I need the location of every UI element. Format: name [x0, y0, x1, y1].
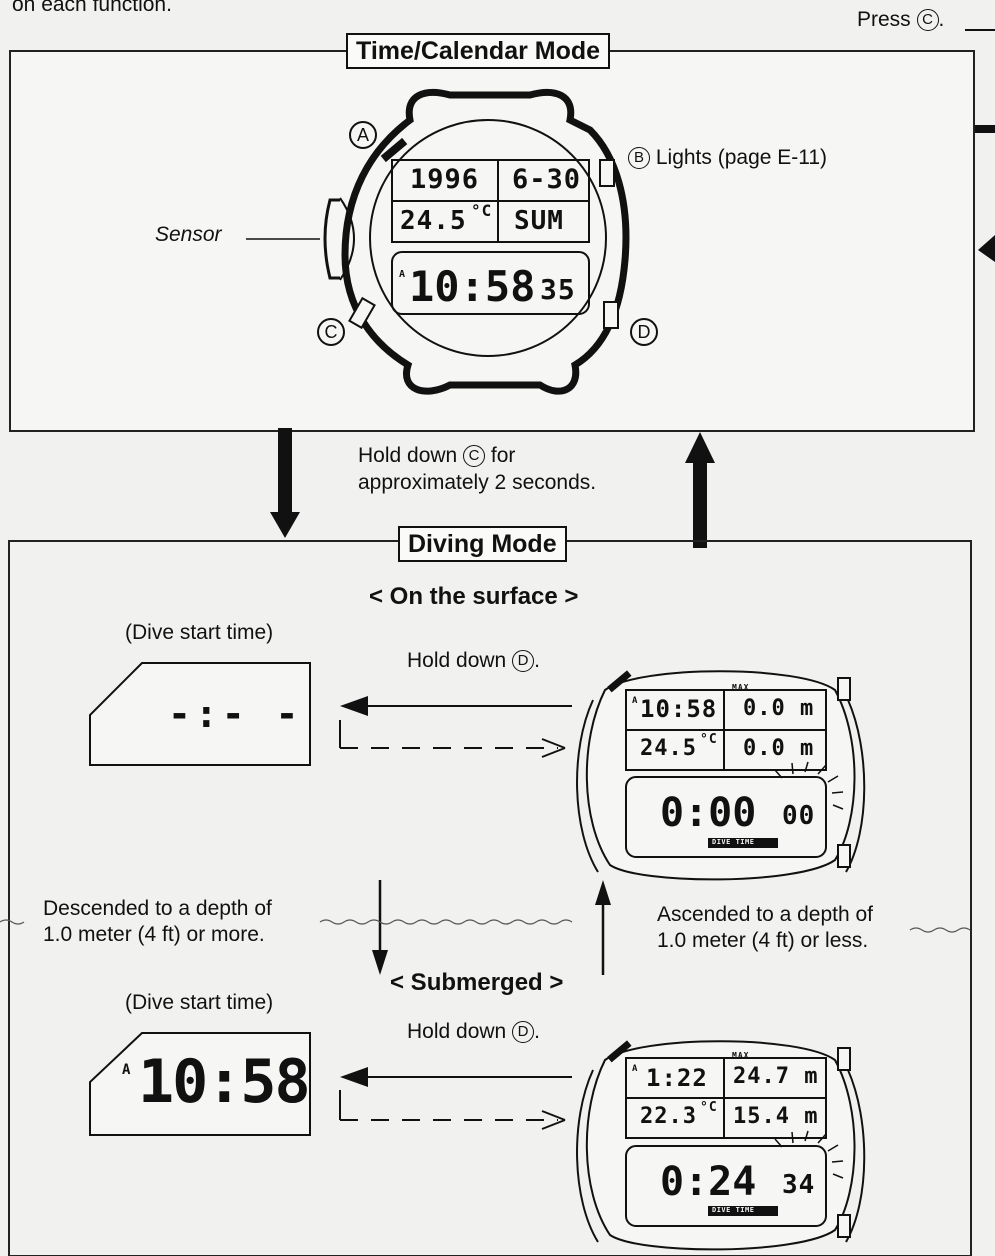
surface-lcd-dive-time-label: DIVE TIME: [712, 838, 755, 846]
button-b-part: [599, 159, 615, 187]
surface-lcd-time-marker: A: [632, 696, 639, 706]
press-c-note: Press C.: [857, 7, 944, 33]
button-d-part: [603, 301, 619, 329]
press-suffix: .: [938, 8, 945, 31]
surface-hold-arrow-head: [340, 696, 368, 716]
submerged-lcd-time: 1:22: [646, 1064, 708, 1092]
lcd-time: 10:58: [409, 262, 536, 311]
descended-line-1: Descended to a depth of: [43, 897, 272, 920]
descended-line-2: 1.0 meter (4 ft) or more.: [43, 923, 265, 946]
surface-lcd-max-label: MAX: [732, 683, 750, 692]
surface-dive-start-value: -:- -: [168, 692, 303, 736]
transition-line-1: Hold down C for: [358, 443, 515, 469]
surface-hold-prefix: Hold down: [407, 649, 507, 672]
lights-callout: B Lights (page E-11): [628, 145, 827, 171]
submerged-lcd-temperature-unit: °C: [700, 1100, 718, 1115]
watch-surface: [576, 670, 866, 881]
lcd-weekday: SUM: [514, 206, 564, 236]
surface-hold-text: Hold down D.: [407, 648, 540, 674]
surface-lcd-temperature-unit: °C: [700, 732, 718, 747]
submerged-lcd-max-depth: 24.7 m: [733, 1064, 819, 1089]
lights-label: Lights (page E-11): [655, 146, 828, 169]
arrow-up-shaft: [693, 462, 707, 548]
surface-dive-start-display: [89, 662, 311, 766]
time-calendar-title: Time/Calendar Mode: [346, 33, 611, 69]
submerged-hold-arrow-head: [340, 1067, 368, 1087]
submerged-hold-text: Hold down D.: [407, 1019, 540, 1045]
arrow-down-head: [270, 512, 300, 538]
submerged-dive-start-marker: A: [122, 1062, 132, 1078]
submerged-lcd-max-label: MAX: [732, 1051, 750, 1060]
transition-button-c-symbol: C: [463, 445, 486, 468]
arrow-down-shaft: [278, 428, 292, 513]
diving-mode-title: Diving Mode: [398, 526, 567, 562]
surface-lcd-depth: 0.0 m: [743, 736, 815, 761]
submerged-lcd-time-marker: A: [632, 1064, 639, 1074]
button-a-part: [380, 137, 408, 163]
transition-line1-suffix: for: [490, 444, 516, 467]
right-edge-arrow-out: [975, 125, 995, 133]
watch-submerged: [576, 1040, 866, 1251]
surface-hold-button-d-symbol: D: [512, 650, 535, 673]
surface-lcd-dive-time-sub: 00: [782, 801, 816, 831]
lower-display-frame: [391, 251, 590, 315]
surface-lcd-time: 10:58: [640, 695, 718, 723]
submerged-dive-start-display: [89, 1032, 311, 1136]
button-c-symbol: C: [916, 9, 939, 32]
descend-arrow-head: [372, 950, 388, 975]
submerged-dive-start-label: (Dive start time): [125, 991, 274, 1014]
surface-hold-suffix: .: [534, 649, 540, 672]
surface-lcd-max-depth: 0.0 m: [743, 696, 815, 721]
ascended-line-1: Ascended to a depth of: [657, 903, 873, 926]
press-prefix: Press: [857, 8, 911, 31]
submerged-lcd-temperature: 22.3: [640, 1104, 697, 1129]
transition-prefix: Hold down: [358, 444, 458, 467]
button-b-symbol: B: [628, 147, 650, 170]
submerged-heading: < Submerged >: [390, 969, 564, 996]
ascended-line-2: 1.0 meter (4 ft) or less.: [657, 929, 869, 952]
lcd-year: 1996: [410, 164, 480, 195]
button-c-label: C: [317, 318, 345, 346]
button-d-label: D: [630, 318, 658, 346]
submerged-lcd-depth: 15.4 m: [733, 1104, 819, 1129]
surface-lcd-dive-time: 0:00: [660, 790, 757, 836]
submerged-hold-suffix: .: [534, 1020, 540, 1043]
ascend-arrow-head: [595, 880, 611, 905]
submerged-hold-prefix: Hold down: [407, 1020, 507, 1043]
watch-time-calendar: [323, 88, 630, 395]
submerged-lcd-dive-time-sub: 34: [782, 1170, 816, 1200]
lcd-seconds: 35: [540, 273, 576, 306]
intro-fragment: on each function.: [12, 0, 172, 16]
button-c-part: [348, 296, 376, 330]
lcd-temperature: 24.5: [400, 206, 467, 236]
lcd-date: 6-30: [512, 164, 582, 195]
surface-heading: < On the surface >: [369, 583, 579, 610]
submerged-hold-button-d-symbol: D: [512, 1021, 535, 1044]
water-surface-line: [0, 919, 971, 933]
submerged-lcd-dive-time: 0:24: [660, 1159, 757, 1205]
surface-dive-start-label: (Dive start time): [125, 621, 274, 644]
arrow-up-head: [685, 432, 715, 463]
sensor-body: [323, 198, 340, 280]
transition-line-2: approximately 2 seconds.: [358, 471, 597, 494]
submerged-dive-start-value: 10:58: [138, 1047, 311, 1117]
button-a-label: A: [349, 121, 377, 149]
lcd-temperature-unit: °C: [471, 201, 493, 220]
submerged-lcd-dive-time-label: DIVE TIME: [712, 1206, 755, 1214]
lcd-am-pm-marker: A: [399, 269, 407, 280]
sensor-label: Sensor: [155, 223, 222, 246]
right-edge-arrow-in: [978, 235, 995, 262]
surface-lcd-temperature: 24.5: [640, 736, 697, 761]
